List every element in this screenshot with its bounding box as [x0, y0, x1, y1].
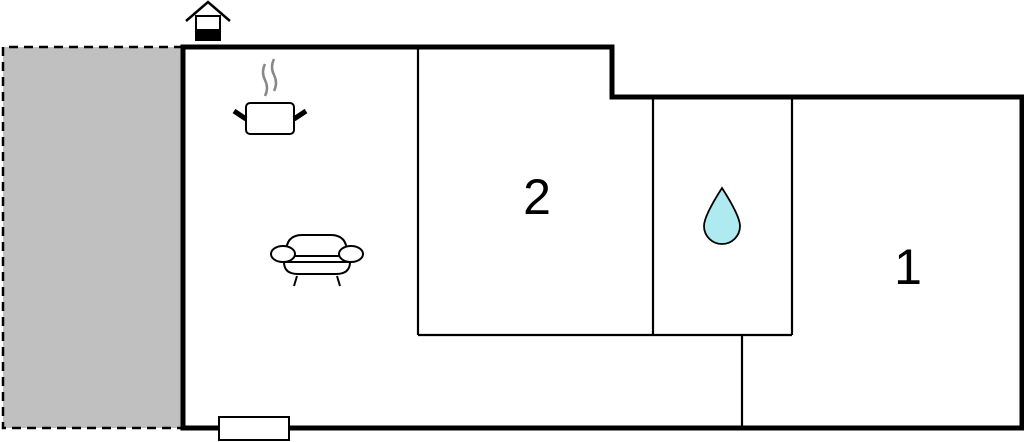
bathroom-drop-icon: [703, 186, 741, 245]
entrance-door-icon: [218, 416, 290, 441]
terrace-area: [3, 47, 183, 428]
interior-walls: [416, 47, 794, 428]
terrace-dashed-border: [1, 45, 183, 430]
kitchen-pot-icon: [232, 58, 308, 135]
sofa-icon: [270, 234, 364, 287]
fireplace-icon: [185, 0, 231, 41]
room-1-label: 1: [894, 239, 922, 295]
room-2-label: 2: [523, 169, 551, 225]
outer-wall: [180, 44, 1024, 431]
